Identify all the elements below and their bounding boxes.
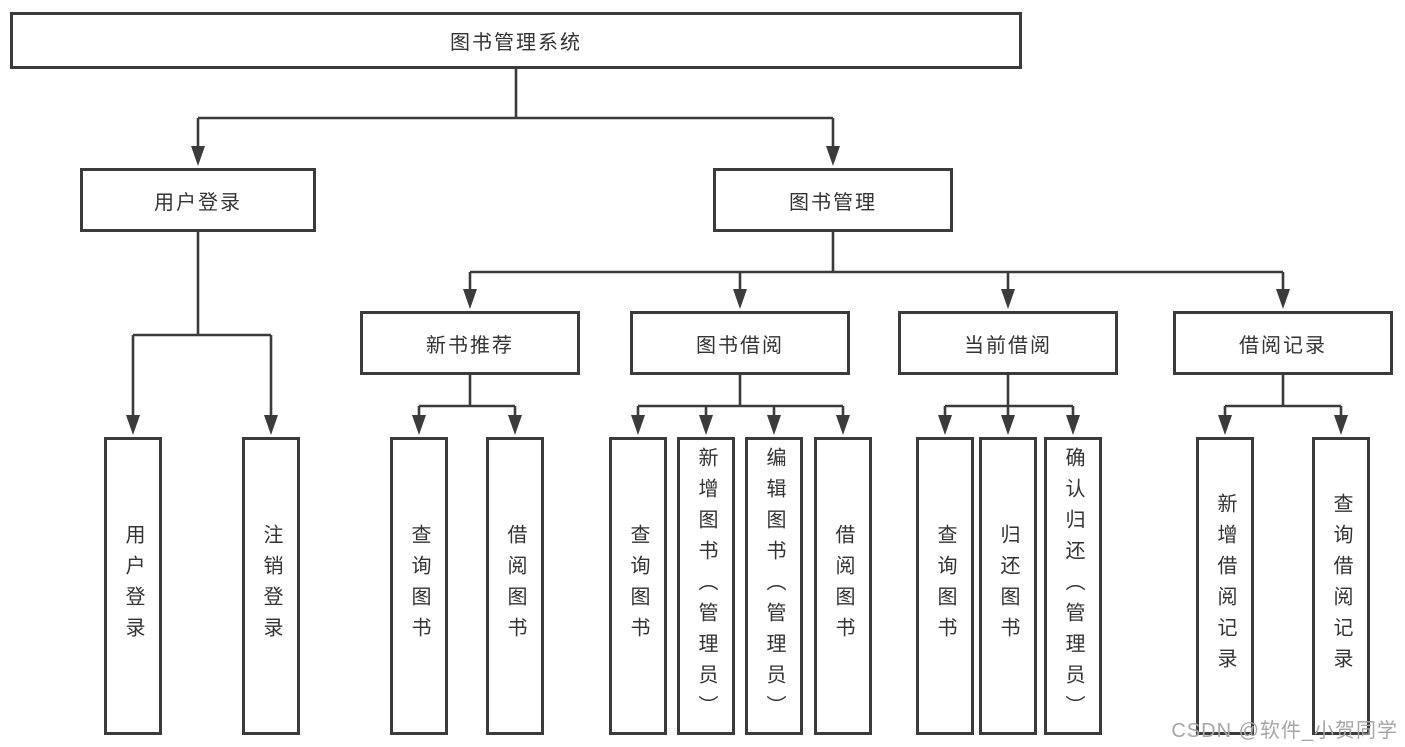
node-new-book-recommend: 新书推荐 xyxy=(360,311,580,375)
node-book-management-label: 图书管理 xyxy=(789,191,877,214)
node-book-management: 图书管理 xyxy=(713,168,953,232)
csdn-watermark: CSDN @软件_小贺同学 xyxy=(1171,720,1398,742)
node-user-login-label: 用户登录 xyxy=(154,191,242,214)
node-book-borrowing-label: 图书借阅 xyxy=(696,334,784,357)
node-current-borrowing: 当前借阅 xyxy=(898,311,1118,375)
node-root: 图书管理系统 xyxy=(10,12,1022,69)
leaf-user-login-label: 用户登录 xyxy=(122,524,144,648)
leaf-borrow-books-recommend: 借阅图书 xyxy=(486,437,544,735)
leaf-logout: 注销登录 xyxy=(242,437,300,735)
leaf-edit-books-admin: 编辑图书（管理员） xyxy=(745,437,803,735)
leaf-query-books-recommend: 查询图书 xyxy=(390,437,448,735)
leaf-confirm-return-admin: 确认归还（管理员） xyxy=(1044,437,1102,735)
leaf-return-books: 归还图书 xyxy=(979,437,1037,735)
leaf-query-books-current: 查询图书 xyxy=(916,437,974,735)
leaf-query-books-current-label: 查询图书 xyxy=(934,524,956,648)
leaf-edit-books-admin-label: 编辑图书（管理员） xyxy=(763,446,785,726)
leaf-add-books-admin: 新增图书（管理员） xyxy=(677,437,735,735)
node-borrowing-records-label: 借阅记录 xyxy=(1239,334,1327,357)
leaf-borrow-books-recommend-label: 借阅图书 xyxy=(504,524,526,648)
leaf-confirm-return-admin-label: 确认归还（管理员） xyxy=(1062,446,1084,726)
leaf-borrow-books-label: 借阅图书 xyxy=(832,524,854,648)
leaf-add-books-admin-label: 新增图书（管理员） xyxy=(695,446,717,726)
node-borrowing-records: 借阅记录 xyxy=(1173,311,1393,375)
leaf-borrow-books: 借阅图书 xyxy=(814,437,872,735)
node-user-login: 用户登录 xyxy=(80,168,316,232)
leaf-query-borrow-record-label: 查询借阅记录 xyxy=(1330,493,1352,679)
leaf-query-books-recommend-label: 查询图书 xyxy=(408,524,430,648)
node-new-book-recommend-label: 新书推荐 xyxy=(426,334,514,357)
leaf-query-borrow-record: 查询借阅记录 xyxy=(1312,437,1370,735)
leaf-return-books-label: 归还图书 xyxy=(997,524,1019,648)
node-root-label: 图书管理系统 xyxy=(450,32,582,54)
node-current-borrowing-label: 当前借阅 xyxy=(964,334,1052,357)
leaf-user-login: 用户登录 xyxy=(104,437,162,735)
leaf-add-borrow-record: 新增借阅记录 xyxy=(1196,437,1254,735)
node-book-borrowing: 图书借阅 xyxy=(630,311,850,375)
leaf-add-borrow-record-label: 新增借阅记录 xyxy=(1214,493,1236,679)
leaf-logout-label: 注销登录 xyxy=(260,524,282,648)
leaf-query-books-borrowing: 查询图书 xyxy=(609,437,667,735)
leaf-query-books-borrowing-label: 查询图书 xyxy=(627,524,649,648)
